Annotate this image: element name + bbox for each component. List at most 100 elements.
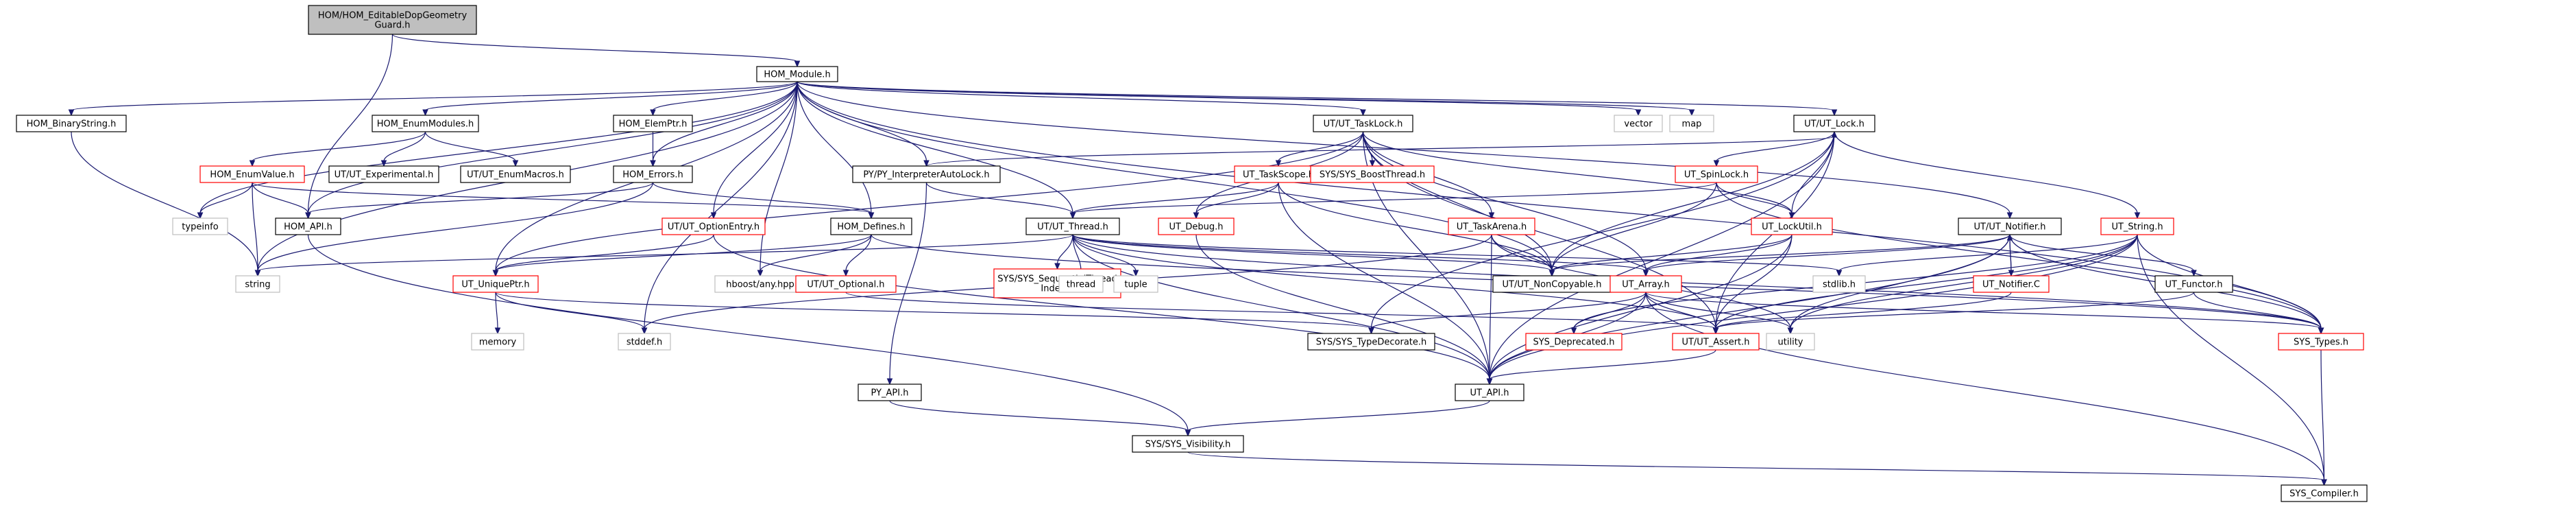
node-sys-deprecated[interactable]: SYS_Deprecated.h (1525, 333, 1623, 351)
edge-hom-defines-to-ut-optional (842, 234, 872, 277)
node-sys-compiler[interactable]: SYS_Compiler.h (2281, 484, 2368, 502)
node-label: HOM/HOM_EditableDopGeometry (318, 11, 467, 21)
node-tuple[interactable]: tuple (1113, 275, 1158, 293)
nodes-layer: HOM/HOM_EditableDopGeometryGuard.hHOM_Mo… (16, 5, 2368, 502)
node-thread[interactable]: thread (1058, 275, 1104, 293)
node-box (1025, 217, 1120, 235)
node-ut-lock-util[interactable]: UT_LockUtil.h (1751, 217, 1833, 235)
node-ut-task-lock[interactable]: UT/UT_TaskLock.h (1313, 115, 1413, 132)
node-hom-elem-ptr[interactable]: HOM_ElemPtr.h (613, 115, 693, 132)
node-box (1766, 333, 1815, 351)
node-ut-task-arena[interactable]: UT_TaskArena.h (1448, 217, 1535, 235)
node-box (1313, 115, 1413, 132)
node-box (235, 275, 280, 293)
node-hboost-any[interactable]: hboost/any.hpp (714, 275, 806, 293)
node-box (795, 275, 897, 293)
node-label: UT/UT_Optional.h (807, 280, 884, 290)
node-hom-enum-modules[interactable]: HOM_EnumModules.h (372, 115, 479, 132)
node-ut-notifier-c[interactable]: UT_Notifier.C (1973, 275, 2050, 293)
edge-ut-task-scope-to-ut-debug (1193, 182, 1279, 220)
edge-ut-functor-to-ut-assert (1712, 292, 2195, 335)
node-ut-assert[interactable]: UT/UT_Assert.h (1672, 333, 1760, 351)
node-ut-string[interactable]: UT_String.h (2100, 217, 2174, 235)
node-hom-defines[interactable]: HOM_Defines.h (830, 217, 912, 235)
node-ut-api[interactable]: UT_API.h (1455, 384, 1524, 401)
node-box (2278, 333, 2364, 351)
edge-ut-spin-lock-to-ut-thread (1069, 182, 1717, 220)
node-label: UT_SpinLock.h (1684, 170, 1749, 180)
node-ut-lock[interactable]: UT/UT_Lock.h (1793, 115, 1875, 132)
edge-hom-module-to-hom-binary-string (68, 81, 798, 117)
edge-ut-task-arena-to-ut-non-copyable (1491, 234, 1555, 277)
node-box (1973, 275, 2050, 293)
node-ut-enum-macros[interactable]: UT/UT_EnumMacros.h (460, 165, 571, 183)
edge-ut-spin-lock-to-ut-lock-util (1716, 182, 1795, 220)
node-hom-enum-value[interactable]: HOM_EnumValue.h (199, 165, 305, 183)
node-sys-type-decorate[interactable]: SYS/SYS_TypeDecorate.h (1307, 333, 1435, 351)
edge-py-interpreter-auto-lock-to-py-api (886, 182, 927, 386)
node-typeinfo[interactable]: typeinfo (172, 217, 228, 235)
node-box (1492, 275, 1612, 293)
node-ut-non-copyable[interactable]: UT/UT_NonCopyable.h (1492, 275, 1612, 293)
node-label: SYS/SYS_BoostThread.h (1320, 170, 1425, 180)
node-vector[interactable]: vector (1614, 115, 1663, 132)
node-box (2281, 484, 2368, 502)
node-label: UT/UT_TaskLock.h (1324, 119, 1403, 130)
node-ut-spin-lock[interactable]: UT_SpinLock.h (1675, 165, 1758, 183)
edge-ut-unique-ptr-to-stddef (495, 292, 648, 335)
node-stddef[interactable]: stddef.h (618, 333, 671, 351)
edge-hom-enum-modules-to-ut-enum-macros (424, 131, 519, 167)
node-box (1812, 275, 1866, 293)
node-label: Guard.h (374, 21, 410, 31)
node-sys-visibility[interactable]: SYS/SYS_Visibility.h (1132, 435, 1244, 453)
edge-ut-lock-to-ut-spin-lock (1713, 131, 1835, 167)
node-hom-api[interactable]: HOM_API.h (275, 217, 341, 235)
node-label: SYS_Deprecated.h (1533, 338, 1614, 348)
node-hom-module[interactable]: HOM_Module.h (756, 66, 838, 82)
edge-ut-string-to-sys-compiler (2137, 234, 2327, 486)
node-ut-functor[interactable]: UT_Functor.h (2154, 275, 2233, 293)
edge-py-interpreter-auto-lock-to-ut-thread (925, 182, 1076, 220)
edge-ut-notifier-c-to-ut-assert (1712, 292, 2012, 335)
node-utility[interactable]: utility (1766, 333, 1815, 351)
node-ut-task-scope[interactable]: UT_TaskScope.h (1234, 165, 1323, 183)
node-hom-binary-string[interactable]: HOM_BinaryString.h (16, 115, 127, 132)
node-label: PY/PY_InterpreterAutoLock.h (863, 170, 989, 180)
node-ut-optional[interactable]: UT/UT_Optional.h (795, 275, 897, 293)
edge-ut-string-to-utility (1787, 234, 2138, 335)
node-ut-experimental[interactable]: UT/UT_Experimental.h (328, 165, 439, 183)
node-py-api[interactable]: PY_API.h (858, 384, 922, 401)
node-label: tuple (1124, 280, 1147, 290)
node-sys-types[interactable]: SYS_Types.h (2278, 333, 2364, 351)
node-ut-notifier[interactable]: UT/UT_Notifier.h (1958, 217, 2062, 235)
edge-hom-module-to-ut-notifier (797, 81, 2013, 220)
edge-hom-module-to-hom-api (305, 81, 798, 220)
node-label: SYS/SYS_Visibility.h (1145, 440, 1231, 450)
node-label: PY_API.h (871, 388, 909, 399)
edge-hom-elem-ptr-to-hom-errors (650, 132, 656, 167)
node-stdlib[interactable]: stdlib.h (1812, 275, 1866, 293)
node-label: UT/UT_EnumMacros.h (467, 170, 564, 180)
node-box (1672, 333, 1760, 351)
node-ut-debug[interactable]: UT_Debug.h (1158, 217, 1235, 235)
node-label: utility (1778, 338, 1803, 348)
node-label: UT/UT_OptionEntry.h (668, 222, 760, 233)
node-box (372, 115, 479, 132)
node-box (756, 66, 838, 82)
node-ut-thread[interactable]: UT/UT_Thread.h (1025, 217, 1120, 235)
node-hom-errors[interactable]: HOM_Errors.h (613, 165, 693, 183)
edge-ut-string-to-stdlib (1836, 234, 2138, 277)
node-label: HOM_Errors.h (622, 170, 683, 180)
node-memory[interactable]: memory (471, 333, 524, 351)
node-ut-array[interactable]: UT_Array.h (1609, 275, 1682, 293)
node-ut-option-entry[interactable]: UT/UT_OptionEntry.h (661, 217, 766, 235)
node-string[interactable]: string (235, 275, 280, 293)
node-py-interpreter-auto-lock[interactable]: PY/PY_InterpreterAutoLock.h (852, 165, 1001, 183)
node-ut-unique-ptr[interactable]: UT_UniquePtr.h (452, 275, 539, 293)
node-sys-boost-thread[interactable]: SYS/SYS_BoostThread.h (1310, 165, 1435, 183)
node-label: UT_Notifier.C (1982, 280, 2040, 290)
node-box (1307, 333, 1435, 351)
node-map[interactable]: map (1669, 115, 1714, 132)
